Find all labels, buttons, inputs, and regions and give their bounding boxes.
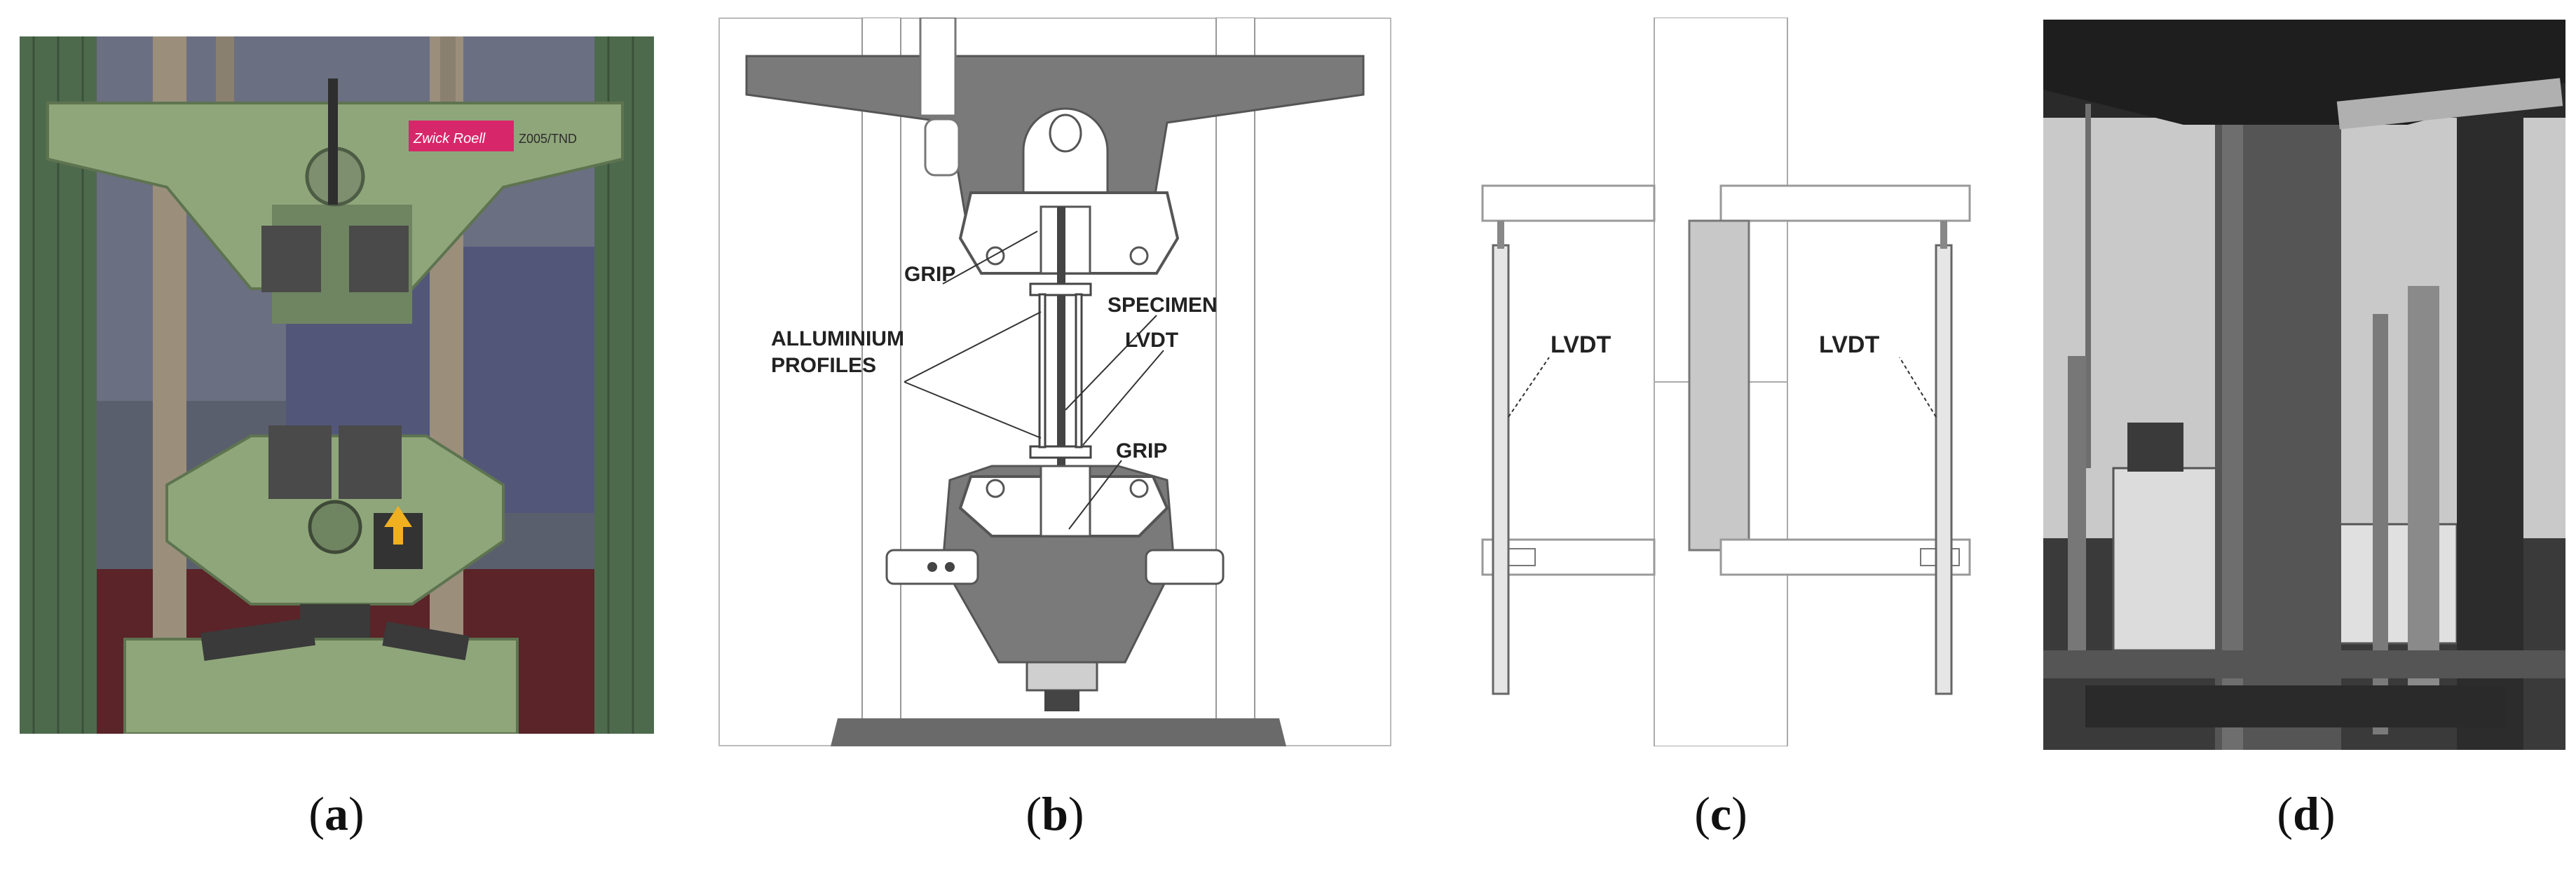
caption-b: (b) bbox=[1025, 787, 1084, 840]
panel-c-lvdt-schematic: LVDT LVDT bbox=[1481, 18, 1971, 746]
caption-a: (a) bbox=[308, 787, 364, 840]
panel-a-photo: Zwick Roell Z005/TND bbox=[20, 36, 654, 734]
label-aluminium-line2: PROFILES bbox=[771, 354, 876, 377]
caption-c: (c) bbox=[1694, 787, 1747, 840]
label-lvdt-b: LVDT bbox=[1125, 329, 1178, 352]
label-lvdt-left: LVDT bbox=[1551, 331, 1611, 358]
panel-d-photo bbox=[2043, 20, 2565, 750]
label-lvdt-right: LVDT bbox=[1819, 331, 1879, 358]
label-grip-top: GRIP bbox=[904, 263, 955, 286]
caption-d: (d) bbox=[2277, 787, 2336, 840]
label-grip-bottom: GRIP bbox=[1116, 439, 1167, 463]
panel-b-grip-schematic: GRIP SPECIMEN LVDT ALLUMINIUM PROFILES G… bbox=[718, 18, 1391, 746]
machine-model-label: Z005/TND bbox=[519, 132, 577, 146]
label-aluminium-line1: ALLUMINIUM bbox=[771, 327, 904, 350]
machine-brand-badge: Zwick Roell bbox=[413, 131, 486, 146]
label-specimen: SPECIMEN bbox=[1108, 294, 1218, 317]
